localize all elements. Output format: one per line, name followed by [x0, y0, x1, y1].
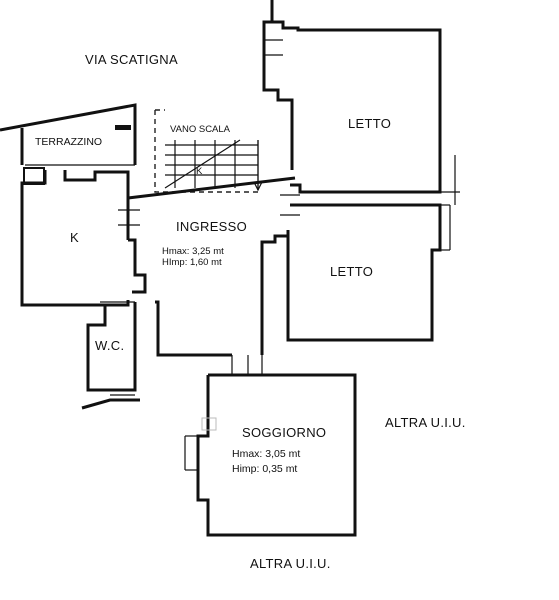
entrance-hmax-label: Hmax: 3,25 mt [162, 246, 224, 257]
entrance-himp-label: HImp: 1,60 mt [162, 257, 222, 268]
living-room [184, 373, 357, 537]
kitchen-label: K [70, 230, 79, 245]
wc-label: W.C. [95, 338, 124, 353]
bedroom-top-label: LETTO [348, 116, 391, 131]
entrance-hall [127, 176, 296, 375]
entrance-label: INGRESSO [176, 219, 247, 234]
bedroom-middle-label: LETTO [330, 264, 373, 279]
stair-mark-label: K [196, 166, 203, 177]
bedroom-top [262, 0, 460, 205]
neighbor-right-label: ALTRA U.I.U. [385, 415, 466, 430]
street-label: VIA SCATIGNA [85, 52, 178, 67]
living-himp-label: Himp: 0,35 mt [232, 463, 297, 475]
terrace [0, 103, 137, 166]
living-hmax-label: Hmax: 3,05 mt [232, 448, 300, 460]
bedroom-middle [280, 194, 451, 342]
stairwell [154, 109, 263, 193]
stairwell-label: VANO SCALA [170, 124, 231, 135]
living-label: SOGGIORNO [242, 425, 326, 440]
terrace-label: TERRAZZINO [35, 136, 102, 148]
kitchen [20, 167, 147, 307]
wc [81, 301, 140, 410]
neighbor-bottom-label: ALTRA U.I.U. [250, 556, 331, 571]
